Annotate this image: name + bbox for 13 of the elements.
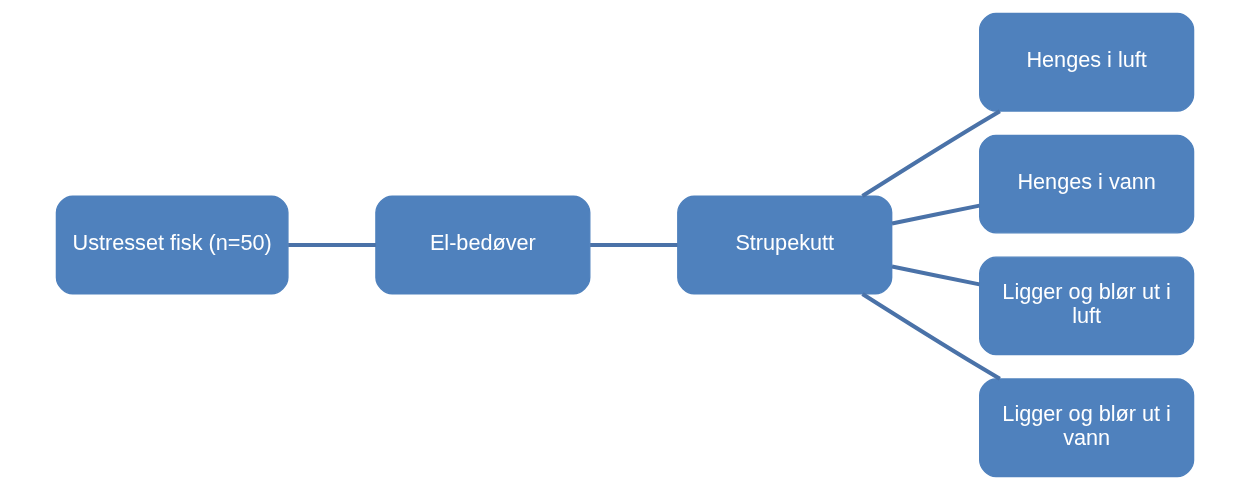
node-box: El-bedøver	[375, 195, 591, 295]
node-box: Strupekutt	[677, 195, 893, 295]
node-box: Henges i luft	[979, 12, 1195, 112]
node-box: Ustresset fisk (n=50)	[55, 195, 289, 295]
connector	[861, 292, 1001, 381]
node-box: Ligger og blør ut i luft	[979, 256, 1195, 356]
connector	[891, 264, 980, 287]
connector	[590, 242, 678, 248]
connector	[861, 109, 1001, 198]
connector	[288, 242, 376, 248]
node-box: Ligger og blør ut i vann	[979, 378, 1195, 478]
connector	[891, 203, 980, 226]
node-box: Henges i vann	[979, 134, 1195, 234]
